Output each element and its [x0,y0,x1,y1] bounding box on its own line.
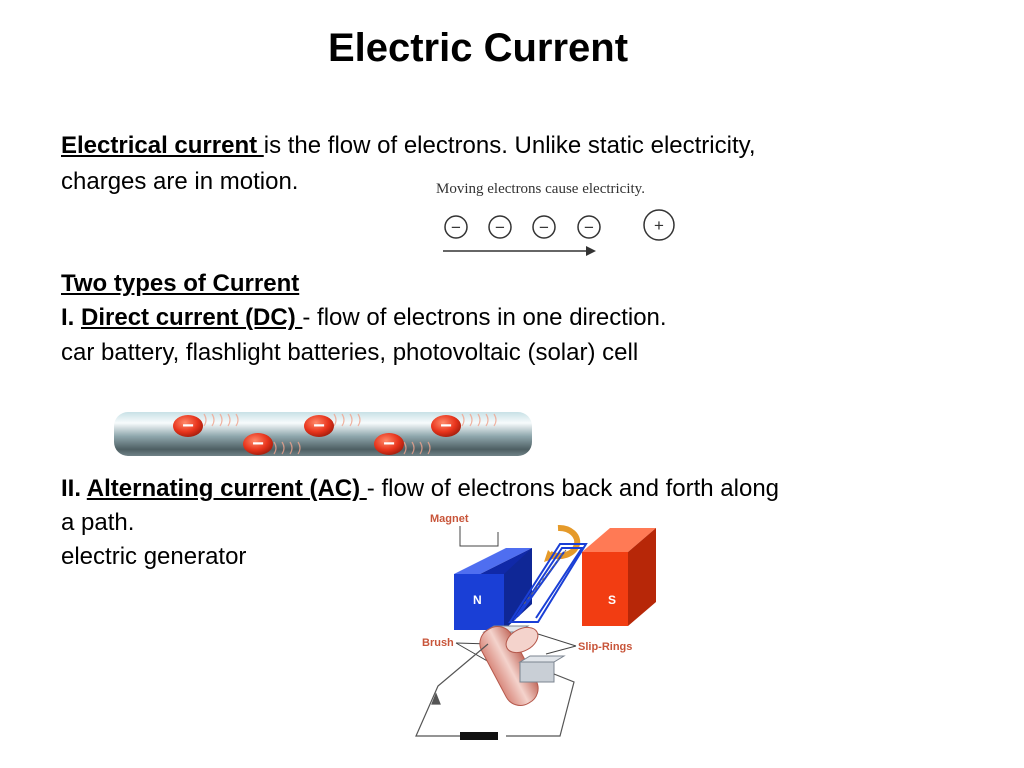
resistor-load [460,732,498,740]
intro-definition: is the flow of electrons. Unlike static … [263,132,756,159]
wire-electron-3: − [431,415,461,437]
moving-electrons-figure: Moving electrons cause electricity. − − … [432,176,692,262]
svg-text:−: − [495,218,505,237]
ac-line: II. Alternating current (AC) - flow of e… [61,475,779,503]
svg-text:−: − [252,433,264,455]
intro-line-2: charges are in motion. [61,168,299,195]
wire-electron-1: − [173,415,203,437]
intro-line-1: Electrical current is the flow of electr… [61,132,756,160]
flow-arrow [443,246,596,256]
dc-term: Direct current (DC) [81,304,303,331]
ac-examples: electric generator [61,543,247,570]
wire-electron-2: − [304,415,334,437]
magnet-callout [459,526,499,547]
rotation-arrow-icon [544,524,581,562]
wire-electron-5: − [374,433,404,455]
svg-text:−: − [584,218,594,237]
ac-term: Alternating current (AC) [86,475,367,502]
wire-figure: − − − − − [108,404,538,464]
svg-text:−: − [313,415,325,437]
svg-text:−: − [539,218,549,237]
dc-description: - flow of electrons in one direction. [302,304,667,331]
svg-text:−: − [440,415,452,437]
dc-numeral: I. [61,304,82,331]
dc-line: I. Direct current (DC) - flow of electro… [61,304,667,332]
svg-text:−: − [182,415,194,437]
ac-line-2: a path. [61,509,135,536]
electron-2: − [488,215,512,239]
svg-text:−: − [383,433,395,455]
magnet-label: Magnet [430,513,469,525]
generator-figure: Magnet N S [398,504,668,750]
positive-charge: + [643,209,675,241]
slip-rings-callout [537,633,577,655]
electron-4: − [577,215,601,239]
slip-rings [479,626,539,706]
types-heading: Two types of Current [61,270,300,297]
brush-bottom [518,655,566,683]
north-magnet: N [454,548,532,630]
brush-label: Brush [422,637,454,649]
south-magnet: S [582,528,656,626]
term-electrical-current: Electrical current [61,132,264,159]
slip-rings-label: Slip-Rings [578,641,632,653]
armature-coil [508,543,588,623]
ac-description: - flow of electrons back and forth along [366,475,780,502]
svg-text:−: − [451,218,461,237]
external-circuit [415,643,575,737]
north-label: N [473,593,482,607]
slide-title: Electric Current [327,26,629,70]
moving-electrons-caption: Moving electrons cause electricity. [436,181,645,197]
south-label: S [608,593,616,607]
svg-text:+: + [654,216,664,235]
electron-3: − [532,215,556,239]
dc-examples: car battery, flashlight batteries, photo… [61,339,639,366]
electron-1: − [444,215,468,239]
ac-numeral: II. [61,475,87,502]
wire-electron-4: − [243,433,273,455]
